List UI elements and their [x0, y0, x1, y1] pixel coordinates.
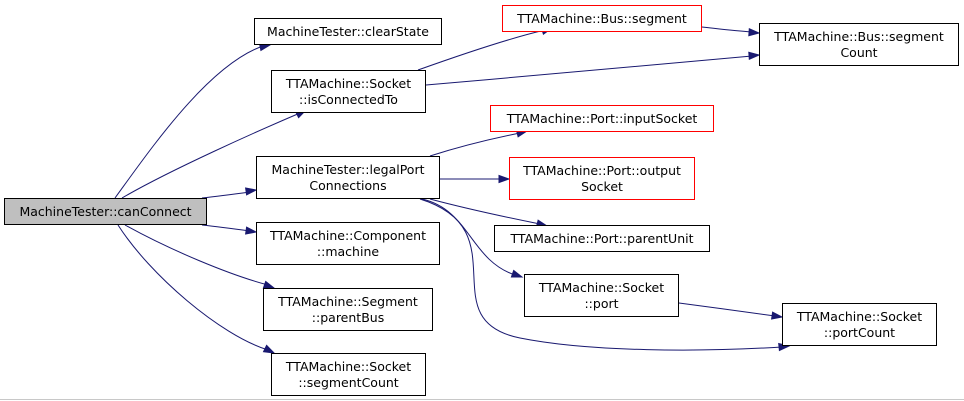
node-component-machine[interactable]: TTAMachine::Component ::machine	[256, 222, 440, 265]
node-label-line: TTAMachine::Port::parentUnit	[510, 230, 694, 246]
edge-is-connected-to-to-bus-segment	[417, 29, 546, 71]
node-port-parentunit[interactable]: TTAMachine::Port::parentUnit	[494, 225, 710, 252]
arrowhead-socket-segment-count	[262, 344, 276, 354]
edge-legal-port-connections-to-socket-port-count	[419, 198, 783, 351]
edge-can-connect-to-socket-segment-count	[117, 224, 269, 351]
arrowhead-socket-port-count	[771, 311, 784, 320]
edge-legal-port-connections-to-port-input-socket	[429, 132, 521, 157]
node-label-line: Connections	[309, 177, 387, 193]
node-socket-isconnectedto[interactable]: TTAMachine::Socket ::isConnectedTo	[271, 70, 426, 113]
arrowhead-segment-parent-bus	[262, 280, 276, 289]
edge-legal-port-connections-to-port-parent-unit	[429, 198, 541, 225]
edge-can-connect-to-clear-state	[114, 44, 267, 199]
node-label-line: TTAMachine::Socket	[796, 308, 923, 324]
edge-socket-port-to-socket-port-count	[678, 302, 776, 317]
node-label-line: TTAMachine::Component	[270, 227, 426, 243]
node-socket-port[interactable]: TTAMachine::Socket ::port	[524, 274, 679, 317]
arrowhead-bus-segment-count	[748, 51, 761, 61]
edge-can-connect-to-segment-parent-bus	[124, 224, 269, 286]
node-label-line: MachineTester::clearState	[267, 23, 429, 39]
edge-can-connect-to-component-machine	[201, 224, 251, 232]
node-label-line: ::parentBus	[311, 309, 385, 325]
node-port-outputsocket[interactable]: TTAMachine::Port::output Socket	[509, 157, 695, 200]
node-label-line: TTAMachine::Socket	[538, 279, 665, 295]
node-label-line: TTAMachine::Port::inputSocket	[506, 110, 698, 126]
arrowhead-socket-port	[510, 269, 524, 278]
node-bus-segment[interactable]: TTAMachine::Bus::segment	[502, 5, 702, 32]
arrowhead-port-output-socket	[498, 174, 511, 184]
node-machinetester-clearstate[interactable]: MachineTester::clearState	[254, 18, 442, 45]
node-label-line: MachineTester::legalPort	[271, 161, 425, 177]
node-socket-portcount[interactable]: TTAMachine::Socket ::portCount	[782, 303, 937, 346]
arrowhead-component-machine	[245, 226, 258, 235]
node-socket-segmentcount[interactable]: TTAMachine::Socket ::segmentCount	[271, 353, 426, 396]
edge-can-connect-to-is-connected-to	[121, 112, 301, 199]
arrowhead-legal-port-connections	[245, 187, 258, 196]
node-label-line: ::machine	[316, 243, 380, 259]
arrowhead-bus-segment-count	[748, 27, 761, 37]
node-label-line: Socket	[581, 178, 623, 194]
node-label-line: TTAMachine::Segment	[278, 293, 418, 309]
node-label-line: ::segmentCount	[298, 374, 399, 390]
node-label-line: TTAMachine::Socket	[285, 75, 412, 91]
node-label-line: TTAMachine::Port::output	[523, 162, 681, 178]
node-segment-parentbus[interactable]: TTAMachine::Segment ::parentBus	[263, 288, 433, 331]
node-label-line: ::port	[584, 295, 619, 311]
node-label-line: TTAMachine::Socket	[285, 358, 412, 374]
edge-can-connect-to-legal-port-connections	[201, 191, 251, 199]
node-machinetester-canconnect[interactable]: MachineTester::canConnect	[4, 198, 207, 225]
node-bus-segmentcount[interactable]: TTAMachine::Bus::segment Count	[759, 23, 959, 66]
edge-legal-port-connections-to-socket-port	[421, 198, 516, 276]
edge-bus-segment-to-bus-segment-count	[701, 26, 753, 33]
node-label-line: ::portCount	[823, 324, 896, 340]
bottom-divider	[0, 399, 964, 400]
edge-is-connected-to-to-bus-segment-count	[425, 55, 753, 86]
node-label-line: TTAMachine::Bus::segment	[517, 10, 687, 26]
node-machinetester-legalportconnections[interactable]: MachineTester::legalPort Connections	[256, 156, 440, 199]
node-label-line: TTAMachine::Bus::segment	[774, 28, 944, 44]
node-label-line: MachineTester::canConnect	[19, 203, 192, 219]
node-port-inputsocket[interactable]: TTAMachine::Port::inputSocket	[490, 105, 714, 132]
node-label-line: Count	[840, 44, 878, 60]
node-label-line: ::isConnectedTo	[299, 91, 398, 107]
